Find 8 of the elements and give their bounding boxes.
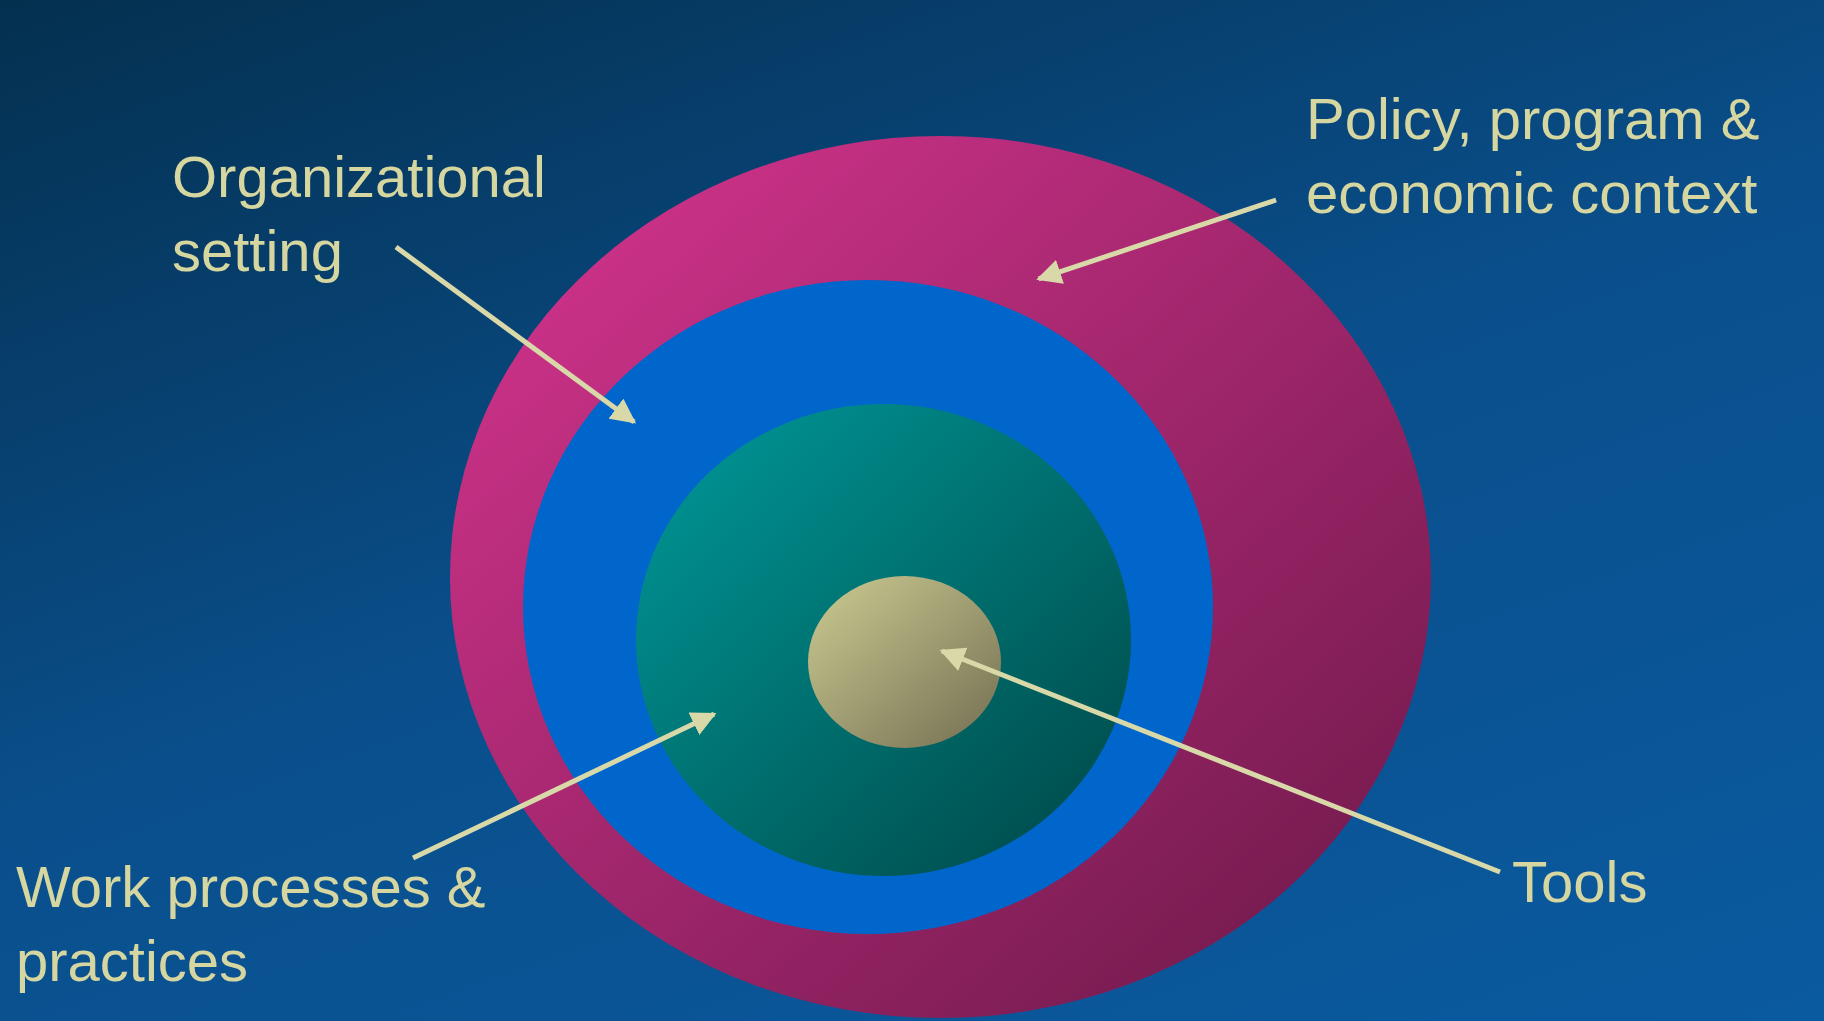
callout-label: Tools <box>1512 845 1712 925</box>
leader-line <box>1036 197 1277 284</box>
callout-label: Policy, program & economic context <box>1306 82 1822 242</box>
callout-label: Work processes & practices <box>16 850 576 1010</box>
leader-line <box>411 711 717 861</box>
callout-label: Organizational setting <box>172 140 612 300</box>
leader-line <box>939 647 1501 875</box>
leader-line <box>394 245 637 424</box>
